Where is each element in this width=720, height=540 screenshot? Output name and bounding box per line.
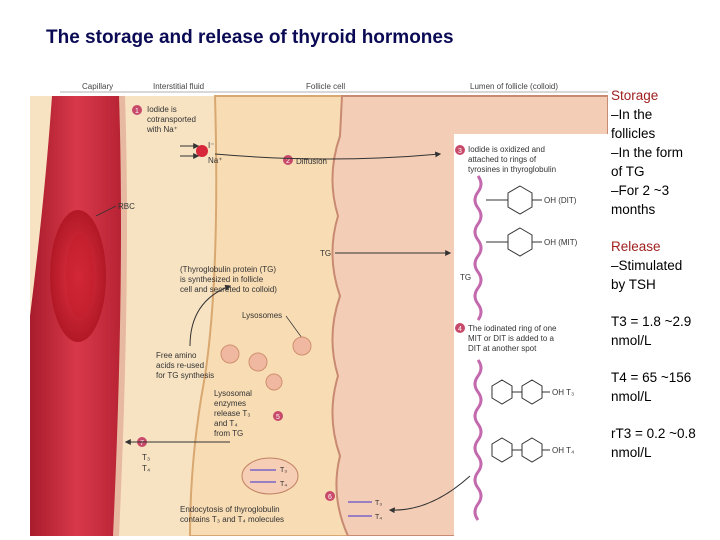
t4-structure-label: OH T₄: [552, 446, 574, 455]
storage-line-4: of TG: [611, 164, 645, 179]
step-1-line-2: cotransported: [147, 115, 196, 124]
tg-cell-label: TG: [320, 249, 331, 258]
step-4-line-1: The iodinated ring of one: [468, 324, 557, 333]
tg-lumen-label: TG: [460, 273, 471, 282]
step-3-line-3: tyrosines in thyroglobulin: [468, 165, 556, 174]
storage-line-1: –In the: [611, 107, 653, 122]
step-4-line-2: MIT or DIT is added to a: [468, 334, 555, 343]
storage-line-2: follicles: [611, 126, 656, 141]
region-label-lumen: Lumen of follicle (colloid): [470, 82, 558, 91]
lysosome-1: [220, 344, 240, 364]
release-line-1: –Stimulated: [611, 258, 683, 273]
free-amino-line-2: acids re-used: [156, 361, 204, 370]
iodide-ion-label: I⁻: [208, 141, 214, 150]
red-blood-cell-center: [66, 234, 94, 318]
capillary-wall: [113, 95, 127, 536]
vesicle-t3-label: T₃: [280, 467, 287, 474]
t4-ring-a: [491, 437, 513, 463]
step-4-number: 4: [458, 326, 462, 333]
free-amino-line-1: Free amino: [156, 351, 197, 360]
free-amino-line-3: for TG synthesis: [156, 371, 214, 380]
endocytosis-arrow: [388, 475, 471, 514]
thyroglobulin-strand-upper: [473, 175, 483, 321]
step-2-number: 2: [286, 158, 290, 165]
lysosome-2: [248, 352, 268, 372]
cotransporter: [196, 145, 208, 157]
step-6-number: 6: [328, 494, 332, 501]
rt3-range-line-2: nmol/L: [611, 445, 652, 460]
t3-ring-a: [491, 379, 513, 405]
step-3-line-2: attached to rings of: [468, 155, 537, 164]
lysosomal-line-2: enzymes: [214, 399, 246, 408]
step-1-number: 1: [135, 108, 139, 115]
colloid-t4-label: T₄: [375, 514, 382, 521]
t3-structure-label: OH T₃: [552, 388, 574, 397]
diffusion-arrow: [214, 151, 442, 160]
t3-ring-b: [521, 379, 543, 405]
dit-label: OH (DIT): [544, 196, 577, 205]
vesicle-t4-label: T₄: [280, 481, 287, 488]
sodium-ion-label: Na⁺: [208, 156, 222, 165]
amino-recycle-arrow: [189, 284, 232, 347]
region-label-interstitial: Interstitial fluid: [153, 82, 204, 91]
step-3-number: 3: [458, 148, 462, 155]
step-7-number: 7: [140, 440, 144, 447]
storage-line-6: months: [611, 202, 656, 217]
step-2-marker: [283, 155, 293, 165]
region-header-strip: [30, 76, 608, 96]
lysosomal-line-4: and T₄: [214, 419, 238, 428]
lysosomal-line-1: Lysosomal: [214, 389, 252, 398]
lysosomes-leader: [285, 315, 303, 339]
rbc-label: RBC: [118, 202, 135, 211]
step-6-line-1: Endocytosis of thyroglobulin: [180, 505, 280, 514]
step-2-label: Diffusion: [296, 157, 327, 166]
t4-ring-b: [521, 437, 543, 463]
t4-range-line-2: nmol/L: [611, 389, 652, 404]
step-4-line-3: DIT at another spot: [468, 344, 537, 353]
step-1-line-1: Iodide is: [147, 105, 177, 114]
lysosome-3: [292, 336, 312, 356]
lysosomes-label: Lysosomes: [242, 311, 282, 320]
colloid-t3-label: T₃: [375, 500, 382, 507]
tg-note-line-1: (Thyroglobulin protein (TG): [180, 265, 276, 274]
step-1-marker: [132, 105, 142, 115]
step-1-line-3: with Na⁺: [146, 125, 178, 134]
lysosomal-line-3: release T₃: [214, 409, 250, 418]
tg-note-line-2: is synthesized in follicle: [180, 275, 264, 284]
endocytic-vesicle: [241, 457, 299, 495]
lysosome-4: [265, 373, 283, 391]
storage-line-3: –In the form: [611, 145, 684, 160]
lysosomal-line-5: from TG: [214, 429, 243, 438]
page-title: The storage and release of thyroid hormo…: [46, 27, 454, 48]
thyroglobulin-strand-lower: [473, 359, 483, 521]
region-label-capillary: Capillary: [82, 82, 113, 91]
release-line-2: by TSH: [611, 277, 656, 292]
step-3-marker: [455, 145, 465, 155]
side-notes: Storage –In the follicles –In the form o…: [611, 86, 719, 462]
step-6-line-2: contains T₃ and T₄ molecules: [180, 515, 284, 524]
step-5-number: 5: [276, 414, 280, 421]
dit-ring: [507, 185, 533, 215]
thyroid-diagram: Capillary Interstitial fluid Follicle ce…: [30, 76, 608, 536]
step-6-marker: [325, 491, 335, 501]
step-5-marker: [273, 411, 283, 421]
step-7-t3: T₃: [142, 453, 150, 462]
release-heading: Release: [611, 239, 661, 254]
region-label-follicle-cell: Follicle cell: [306, 82, 345, 91]
step-3-line-1: Iodide is oxidized and: [468, 145, 545, 154]
t3-range-line-2: nmol/L: [611, 333, 652, 348]
rbc-leader-line: [95, 205, 117, 217]
step-7-t4: T₄: [142, 464, 150, 473]
mit-label: OH (MIT): [544, 238, 578, 247]
t4-range-line-1: T4 = 65 ~156: [611, 370, 692, 385]
t3-range-line-1: T3 = 1.8 ~2.9: [611, 314, 692, 329]
rt3-range-line-1: rT3 = 0.2 ~0.8: [611, 426, 696, 441]
mit-ring: [507, 227, 533, 257]
storage-heading: Storage: [611, 88, 659, 103]
storage-line-5: –For 2 ~3: [611, 183, 670, 198]
step-4-marker: [455, 323, 465, 333]
